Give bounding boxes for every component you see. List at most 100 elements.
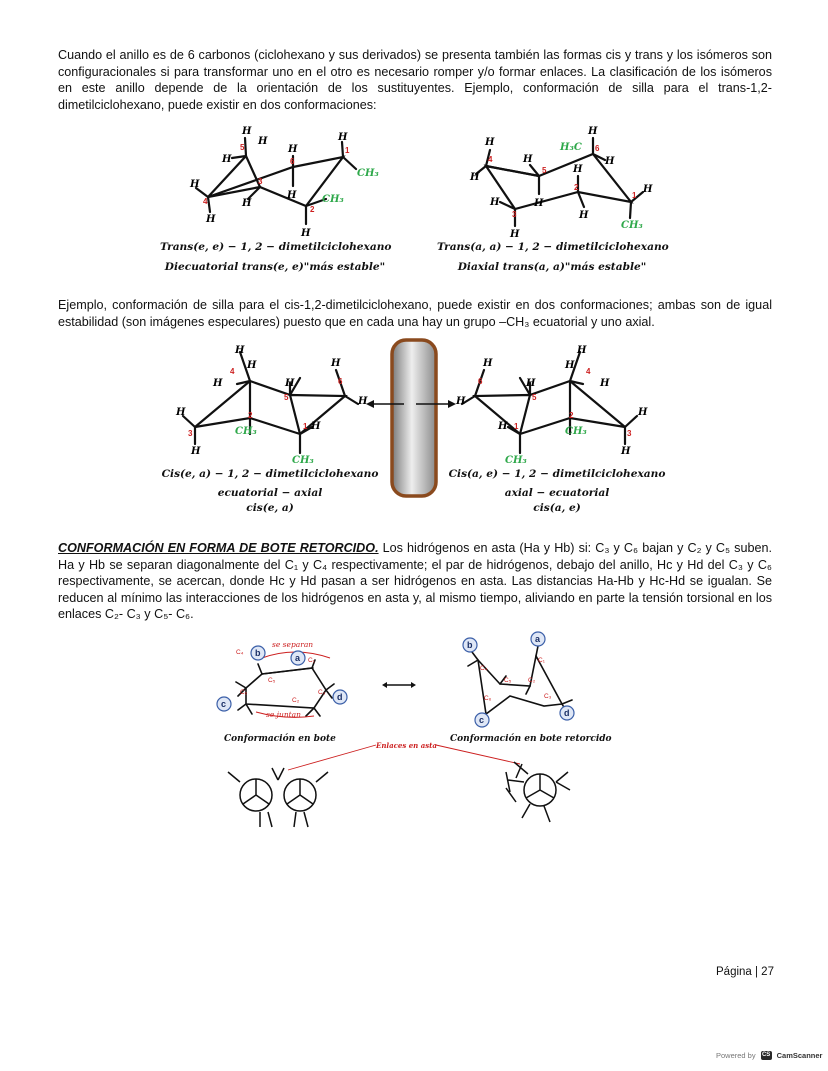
svg-text:CH₃: CH₃ <box>357 168 379 179</box>
svg-text:5: 5 <box>240 143 245 152</box>
svg-text:H: H <box>469 172 480 183</box>
svg-text:H: H <box>190 446 201 457</box>
svg-text:H: H <box>578 210 589 221</box>
svg-text:H: H <box>284 378 295 389</box>
svg-text:H: H <box>497 421 508 432</box>
svg-text:H: H <box>287 144 298 155</box>
label-se-juntan: se juntan <box>266 710 301 719</box>
twist-boat-circle-labels: b a c d <box>462 631 575 728</box>
svg-text:4: 4 <box>586 367 591 376</box>
svg-text:a: a <box>295 653 301 663</box>
svg-text:1: 1 <box>632 191 637 200</box>
chair-trans-ee <box>194 136 358 226</box>
svg-text:C₂: C₂ <box>292 697 300 704</box>
svg-text:3: 3 <box>512 210 517 219</box>
chair-trans-ee-labels: H H H H H H H H H H CH₃ CH₃ 1 2 3 4 5 6 <box>189 126 379 239</box>
svg-text:1: 1 <box>345 146 350 155</box>
svg-text:H: H <box>576 345 587 356</box>
svg-text:CH₃: CH₃ <box>505 455 527 466</box>
svg-text:CH₃: CH₃ <box>322 194 344 205</box>
twist-boat-carbon-labels: C₄ C₁ C₅ C₆ C₂ C₃ <box>480 657 552 702</box>
caption-trans-aa-note: Diaxial trans(a, a)"más estable" <box>457 261 647 273</box>
svg-text:b: b <box>255 648 261 658</box>
svg-text:H: H <box>482 358 493 369</box>
svg-text:b: b <box>467 640 473 650</box>
caption-trans-ee-name: Trans(e, e) − 1, 2 − dimetilciclohexano <box>160 241 392 253</box>
paragraph-twist-boat: CONFORMACIÓN EN FORMA DE BOTE RETORCIDO.… <box>58 540 772 623</box>
svg-text:CH₃: CH₃ <box>292 455 314 466</box>
camscanner-label: CamScanner <box>776 1051 823 1060</box>
svg-text:H: H <box>525 378 536 389</box>
svg-text:c: c <box>479 715 484 725</box>
svg-text:3: 3 <box>627 429 632 438</box>
twist-boat-drawing <box>467 645 573 725</box>
chair-cis-ae-labels: H H H H H H H H H CH₃ CH₃ 1 2 3 4 5 6 <box>455 345 648 466</box>
svg-text:C₁: C₁ <box>308 657 316 664</box>
svg-text:5: 5 <box>284 393 289 402</box>
svg-text:H: H <box>310 421 321 432</box>
caption-cis-ea-short: cis(e, a) <box>246 502 294 514</box>
svg-text:H₃C: H₃C <box>559 142 582 153</box>
mirror <box>390 338 438 498</box>
caption-cis-ae-short: cis(a, e) <box>533 502 581 514</box>
svg-text:6: 6 <box>338 377 343 386</box>
svg-text:CH₃: CH₃ <box>565 426 587 437</box>
camscanner-logo-icon: CS <box>760 1051 772 1060</box>
svg-text:H: H <box>205 214 216 225</box>
paragraph-cis-intro: Ejemplo, conformación de silla para el c… <box>58 298 772 329</box>
svg-text:H: H <box>241 126 252 137</box>
caption-twist-boat: Conformación en bote retorcido <box>450 733 612 744</box>
paragraph-trans-intro: Cuando el anillo es de 6 carbonos (ciclo… <box>58 48 772 112</box>
svg-text:H: H <box>484 137 495 148</box>
svg-text:2: 2 <box>248 411 253 420</box>
svg-text:H: H <box>286 190 297 201</box>
enlaces-pointer-lines <box>287 744 521 771</box>
svg-text:H: H <box>455 396 466 407</box>
svg-text:5: 5 <box>542 166 547 175</box>
svg-text:H: H <box>572 164 583 175</box>
newman-projection-twist-boat <box>505 761 571 823</box>
caption-cis-ea-name: Cis(e, a) − 1, 2 − dimetilciclohexano <box>161 468 379 480</box>
caption-trans-ee-note: Diecuatorial trans(e, e)"más estable" <box>164 261 386 273</box>
svg-text:H: H <box>522 154 533 165</box>
svg-text:a: a <box>535 634 541 644</box>
svg-text:C₅: C₅ <box>504 677 512 684</box>
circle-a <box>290 650 306 666</box>
boat-circle-labels: b a c d <box>216 645 348 712</box>
svg-text:H: H <box>212 378 223 389</box>
svg-text:6: 6 <box>478 377 483 386</box>
chair-cis-ea <box>181 350 360 455</box>
caption-cis-ae-name: Cis(a, e) − 1, 2 − dimetilciclohexano <box>448 468 666 480</box>
svg-text:4: 4 <box>488 155 493 164</box>
svg-text:H: H <box>337 132 348 143</box>
paragraph-twist-boat-body: Los hidrógenos en asta (Ha y Hb) si: C₃ … <box>58 541 772 622</box>
section-heading-twist-boat: CONFORMACIÓN EN FORMA DE BOTE RETORCIDO. <box>58 541 379 555</box>
svg-text:d: d <box>337 692 343 702</box>
boat-drawing <box>235 659 335 717</box>
svg-text:C₆: C₆ <box>240 689 248 696</box>
svg-text:C₂: C₂ <box>528 677 536 684</box>
svg-text:H: H <box>357 396 368 407</box>
svg-text:H: H <box>489 197 500 208</box>
chair-trans-aa <box>474 136 645 228</box>
figure-boat-conformations: se separan se juntan b a c d C₄ C₁ C₅ C₆… <box>216 631 612 828</box>
powered-by-label: Powered by <box>716 1051 756 1060</box>
boat-carbon-labels: C₄ C₁ C₅ C₆ C₂ C₃ <box>236 649 326 704</box>
svg-text:H: H <box>533 198 544 209</box>
chair-trans-aa-labels: H H H H H H H H H H H H₃C CH₃ 1 2 3 4 5 … <box>469 126 653 240</box>
svg-text:H: H <box>300 228 311 239</box>
svg-text:3: 3 <box>258 177 263 186</box>
svg-text:C₅: C₅ <box>268 677 276 684</box>
svg-text:H: H <box>257 136 268 147</box>
svg-text:C₆: C₆ <box>484 695 492 702</box>
chair-cis-ae <box>460 350 639 455</box>
svg-text:4: 4 <box>230 367 235 376</box>
svg-text:H: H <box>604 156 615 167</box>
svg-text:2: 2 <box>310 205 315 214</box>
camscanner-watermark: Powered by CS CamScanner <box>716 1051 822 1060</box>
circle-b <box>250 645 266 661</box>
svg-text:H: H <box>221 154 232 165</box>
figure-trans-chairs: H H H H H H H H H H CH₃ CH₃ 1 2 3 4 5 6 … <box>189 126 653 240</box>
page-number: Página | 27 <box>716 966 774 978</box>
svg-text:d: d <box>564 708 570 718</box>
